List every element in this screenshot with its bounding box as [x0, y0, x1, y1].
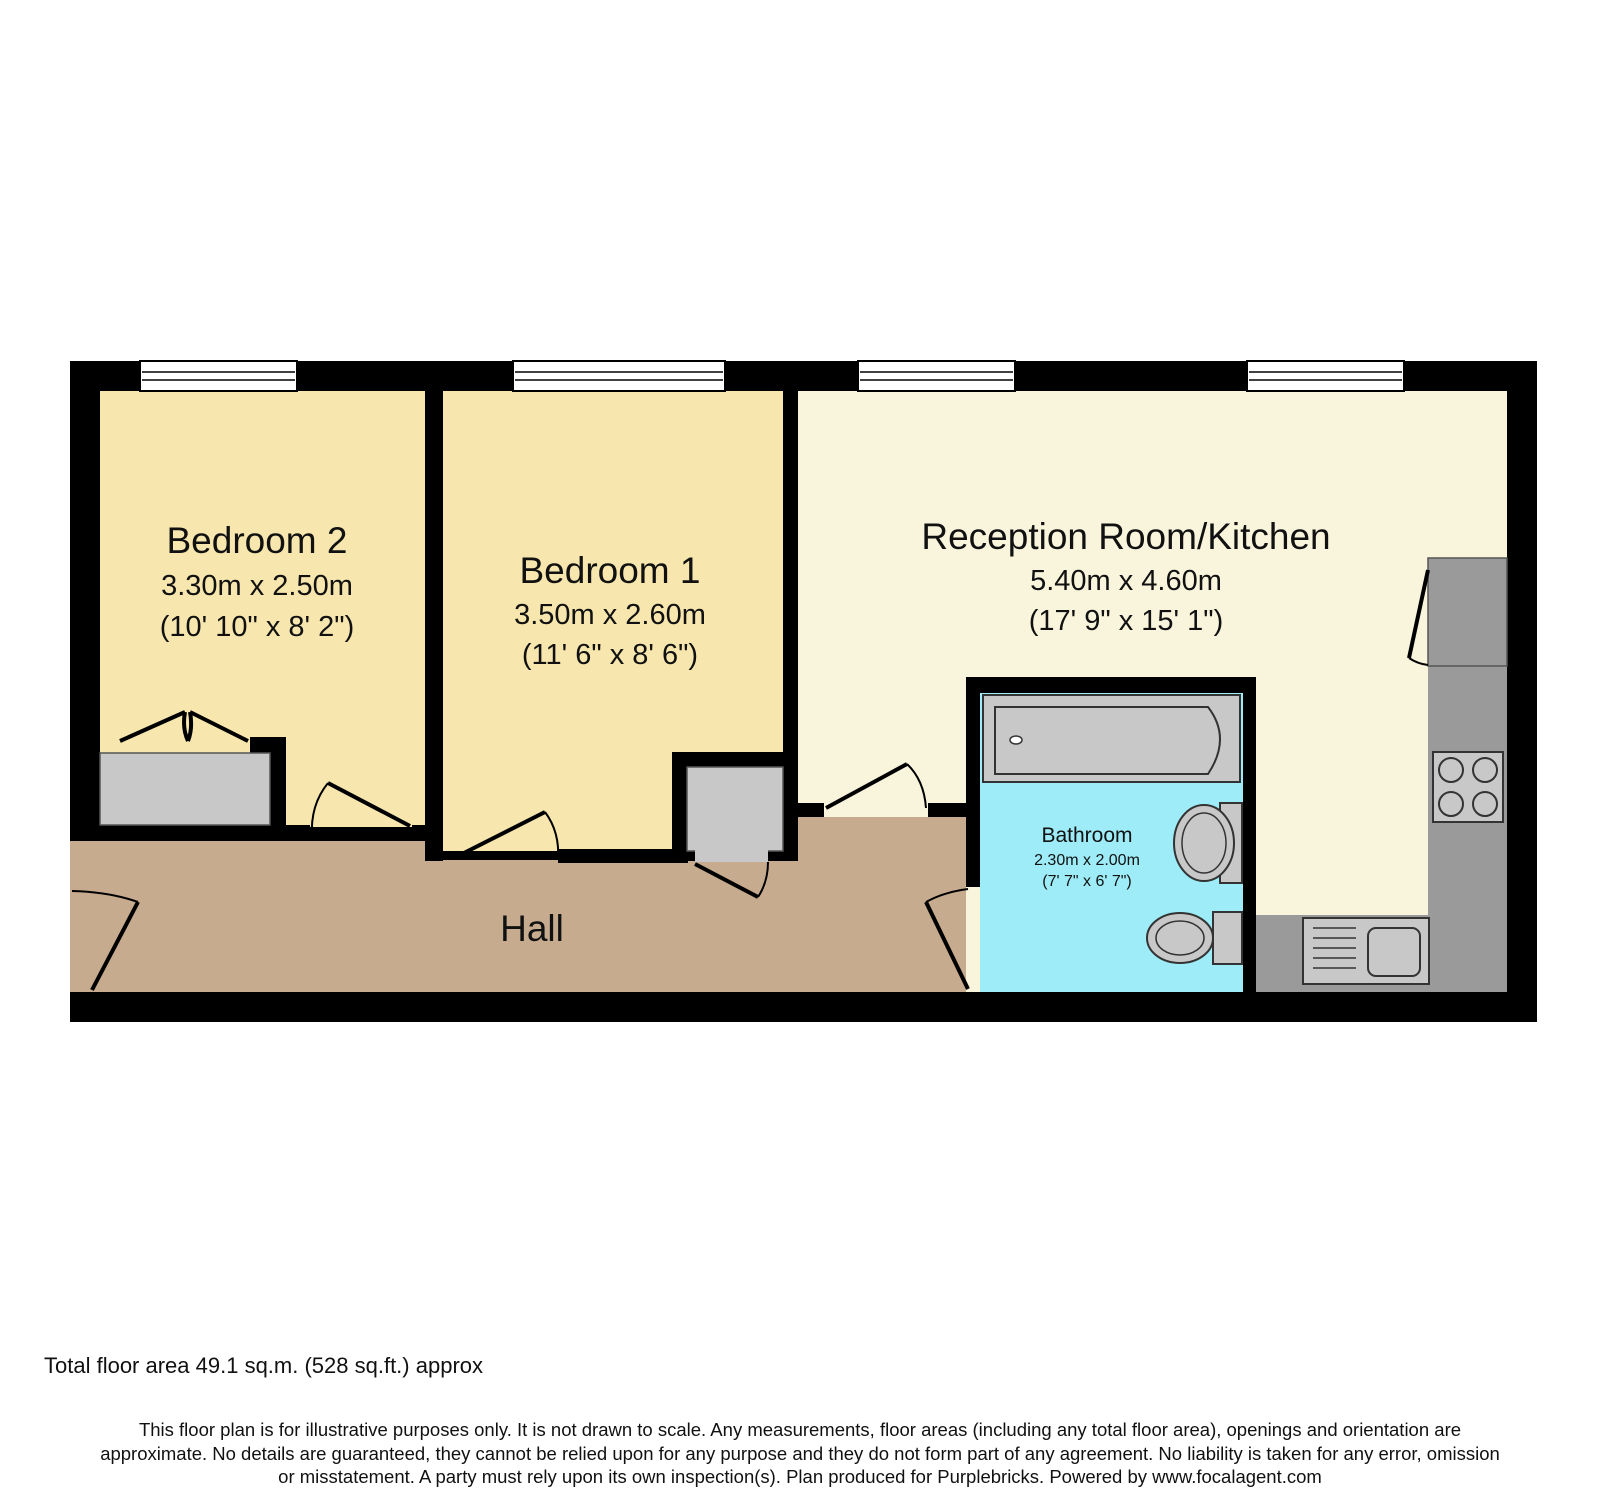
- door-cupboard: [694, 861, 769, 899]
- wall-bed1-hall: [558, 849, 688, 863]
- door-bedroom-1: [457, 810, 560, 861]
- wall-bed2-hall-left: [100, 825, 310, 839]
- hob: [1432, 751, 1504, 823]
- disclaimer-line: This floor plan is for illustrative purp…: [138, 1419, 1462, 1440]
- kitchen-sink: [1302, 917, 1430, 985]
- room-dims-reception-imperial: (17' 9" x 15' 1"): [1029, 605, 1223, 637]
- disclaimer-line: or misstatement. A party must rely upon …: [278, 1466, 1322, 1487]
- room-name-reception: Reception Room/Kitchen: [921, 516, 1330, 557]
- room-dims-bedroom-2-metric: 3.30m x 2.50m: [161, 570, 353, 602]
- room-dims-bedroom-2-imperial: (10' 10" x 8' 2"): [160, 611, 354, 643]
- room-dims-bathroom-imperial: (7' 7" x 6' 7"): [1042, 873, 1132, 890]
- disclaimer-line: approximate. No details are guaranteed, …: [100, 1442, 1500, 1464]
- wall-bathroom-top: [966, 677, 1256, 693]
- room-name-hall: Hall: [500, 908, 564, 949]
- washbasin: [1173, 802, 1243, 884]
- fridge-door: [1407, 569, 1430, 666]
- cupboard-door-gap: [695, 850, 768, 862]
- window-reception-left: [857, 360, 1016, 392]
- wall-bathroom-right: [1243, 677, 1256, 992]
- front-door: [71, 890, 140, 991]
- cupboard: [686, 766, 784, 852]
- total-floor-area: Total floor area 49.1 sq.m. (528 sq.ft.)…: [44, 1353, 484, 1378]
- room-name-bedroom-2: Bedroom 2: [167, 520, 348, 561]
- disclaimer: This floor plan is for illustrative purp…: [30, 1418, 1570, 1489]
- room-dims-bathroom-metric: 2.30m x 2.00m: [1034, 852, 1140, 869]
- toilet: [1146, 911, 1243, 965]
- door-reception: [825, 762, 927, 810]
- wall-bathroom-left-top: [966, 677, 980, 887]
- front-door-gap: [70, 891, 100, 992]
- room-name-bathroom: Bathroom: [1041, 824, 1132, 847]
- wardrobe-door: [119, 710, 249, 743]
- wall-reception-hall-right: [928, 803, 966, 817]
- wardrobe: [99, 752, 271, 826]
- wall-bed2-bed1: [425, 391, 443, 861]
- window-bedroom-1: [512, 360, 726, 392]
- wall-bed2-hall-right: [412, 825, 425, 839]
- window-bedroom-2: [139, 360, 298, 392]
- door-bathroom: [924, 888, 970, 990]
- room-dims-bedroom-1-metric: 3.50m x 2.60m: [514, 599, 706, 631]
- door-bedroom-2: [310, 781, 411, 838]
- fridge: [1427, 557, 1508, 667]
- wall-bed1-reception: [783, 391, 798, 861]
- window-reception-right: [1246, 360, 1405, 392]
- bathtub: [982, 694, 1241, 783]
- room-dims-reception-metric: 5.40m x 4.60m: [1030, 565, 1222, 597]
- room-name-bedroom-1: Bedroom 1: [520, 550, 701, 591]
- wall-reception-hall-left: [798, 803, 824, 817]
- room-dims-bedroom-1-imperial: (11' 6" x 8' 6"): [522, 639, 698, 671]
